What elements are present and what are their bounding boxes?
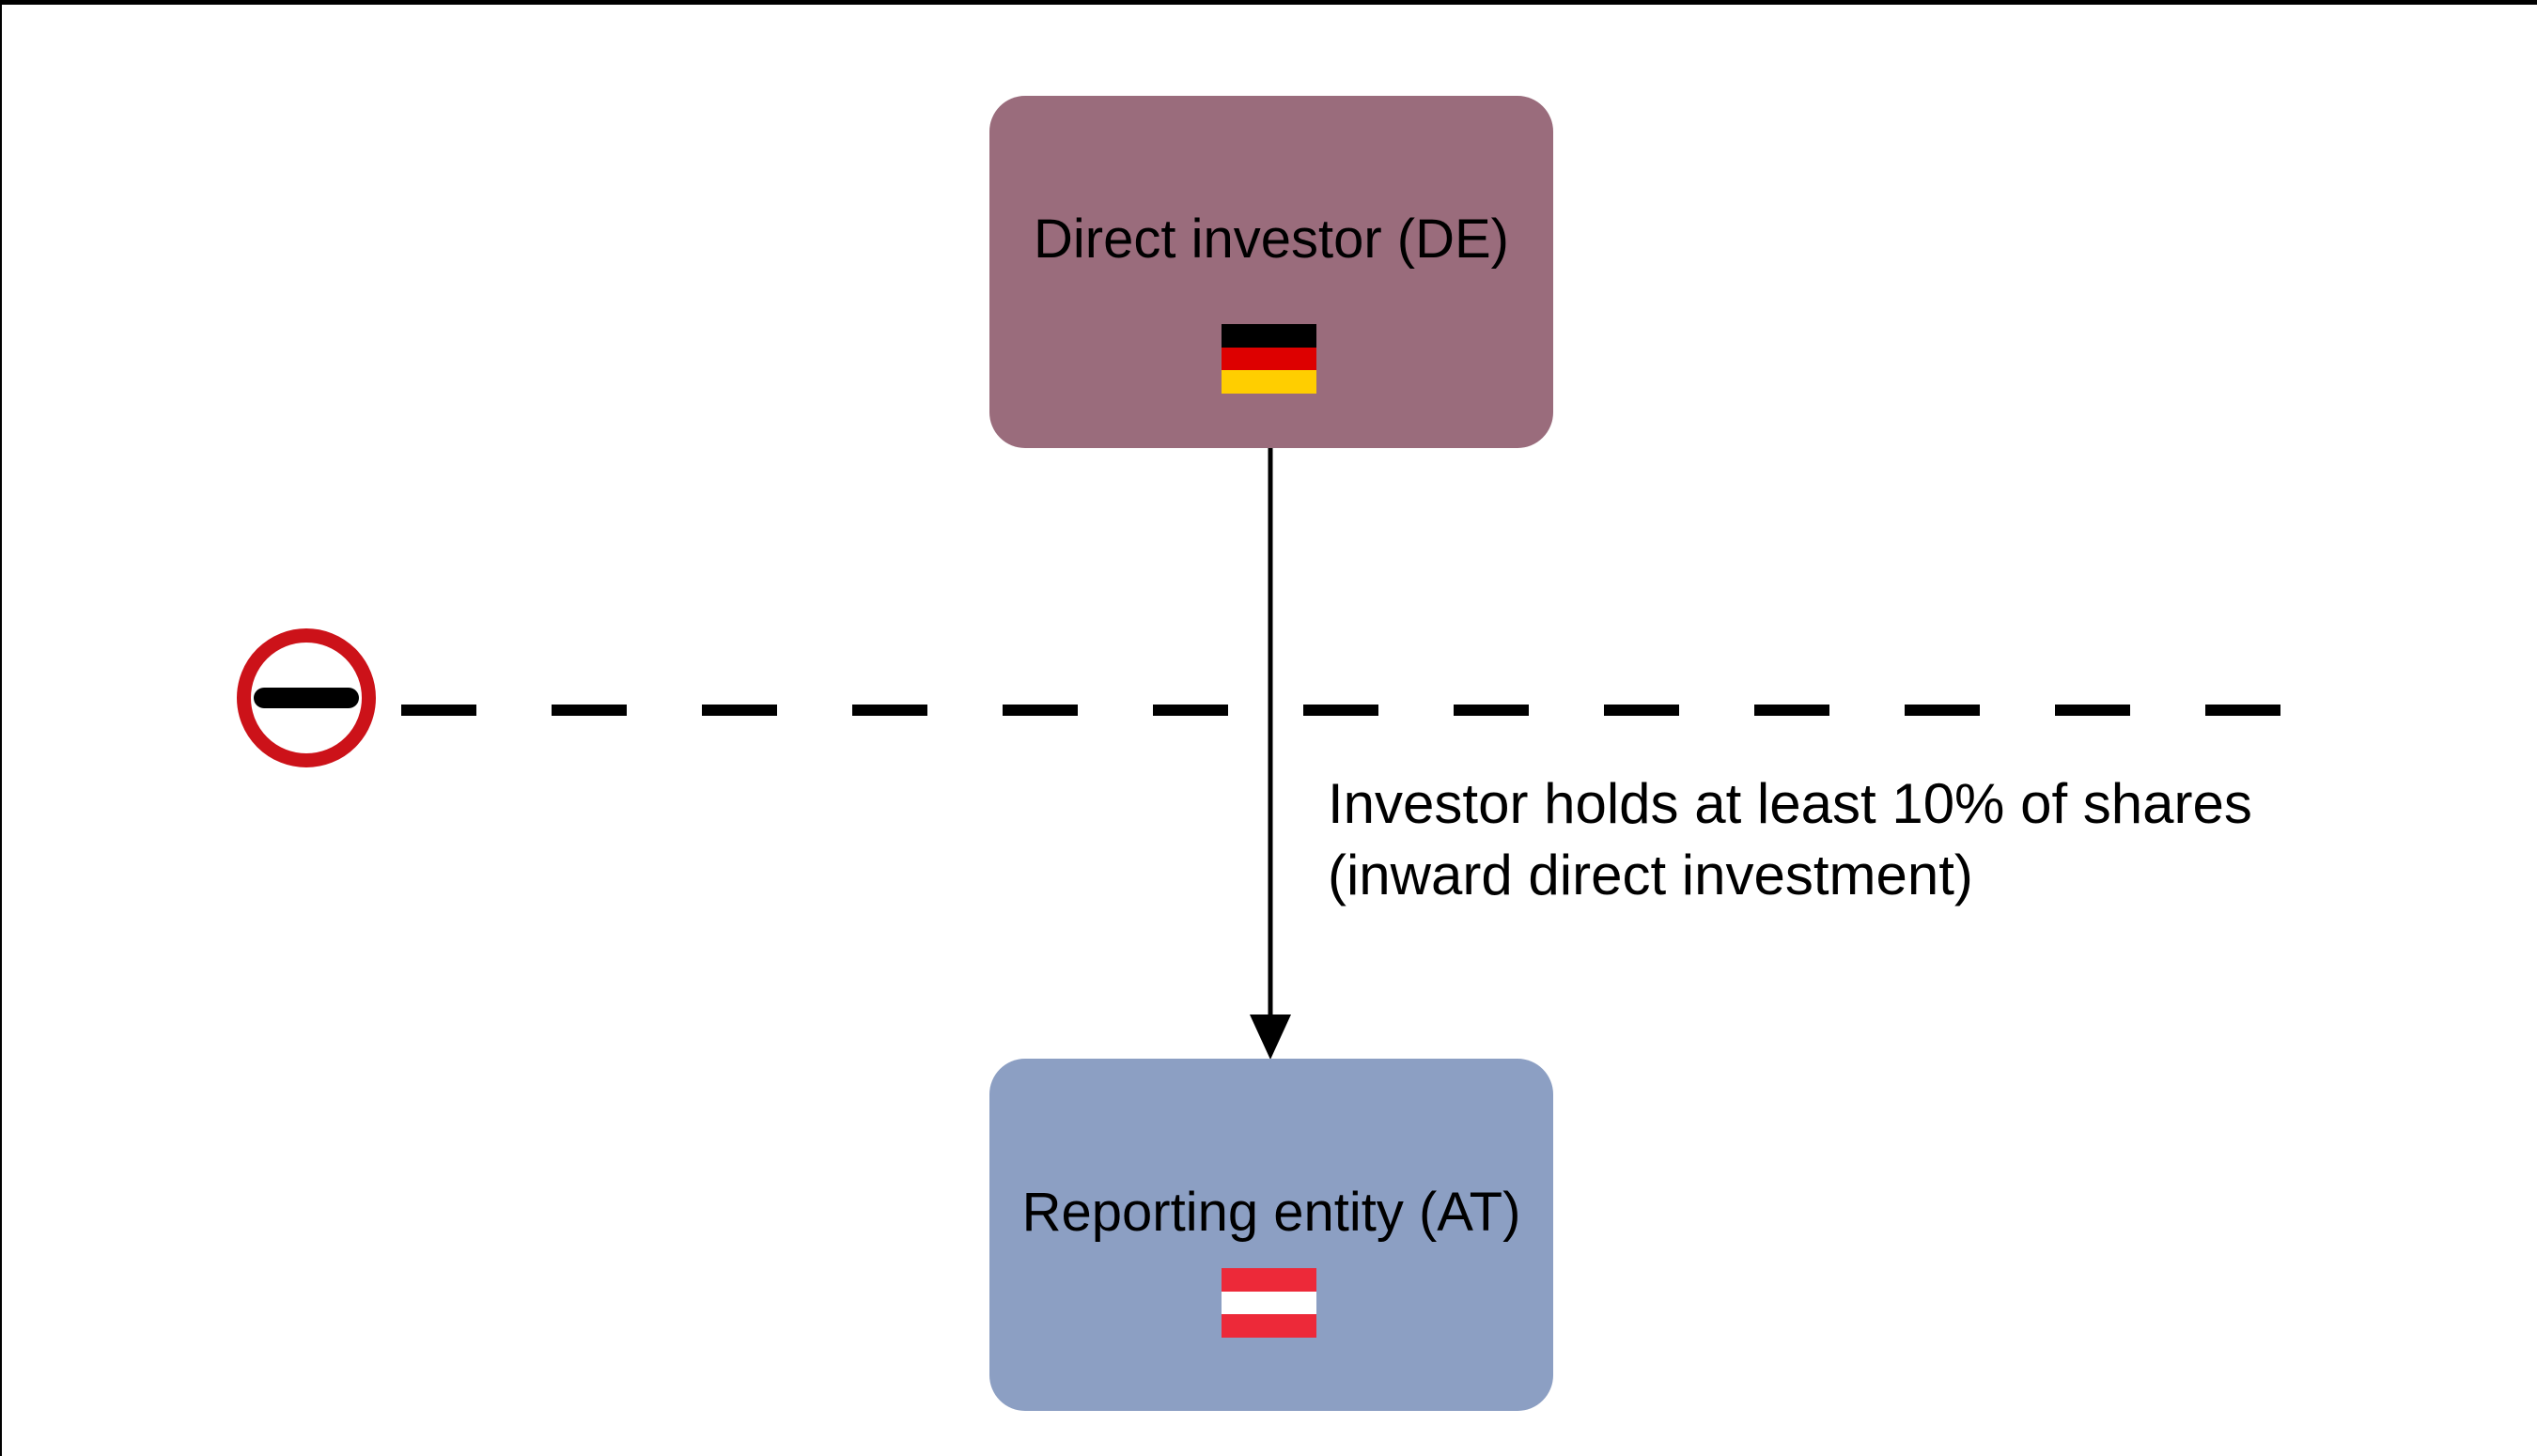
austria-flag-icon (1222, 1268, 1316, 1339)
austria-flag-stripe-red-bottom (1222, 1314, 1316, 1339)
no-entry-bar (254, 688, 359, 708)
frame-border-top (0, 0, 2537, 5)
austria-flag-stripe-red-top (1222, 1268, 1316, 1292)
germany-flag-stripe-black (1222, 324, 1316, 348)
germany-flag-stripe-red (1222, 347, 1316, 371)
germany-flag-icon (1222, 324, 1316, 395)
node-reporting-entity: Reporting entity (AT) (989, 1059, 1553, 1411)
germany-flag-stripe-gold (1222, 370, 1316, 395)
arrowhead-icon (1250, 1015, 1291, 1060)
node-direct-investor: Direct investor (DE) (989, 96, 1553, 448)
no-entry-icon (237, 628, 376, 767)
arrow-label-line1: Investor holds at least 10% of shares (1328, 772, 2252, 835)
frame-border-left (0, 0, 2, 1456)
arrow-label: Investor holds at least 10% of shares (i… (1328, 768, 2252, 911)
node-direct-investor-label: Direct investor (DE) (1034, 209, 1509, 270)
node-reporting-entity-label: Reporting entity (AT) (1021, 1182, 1521, 1243)
austria-flag-stripe-white (1222, 1291, 1316, 1315)
arrow-label-line2: (inward direct investment) (1328, 844, 1973, 906)
investment-arrow (1250, 448, 1291, 1060)
